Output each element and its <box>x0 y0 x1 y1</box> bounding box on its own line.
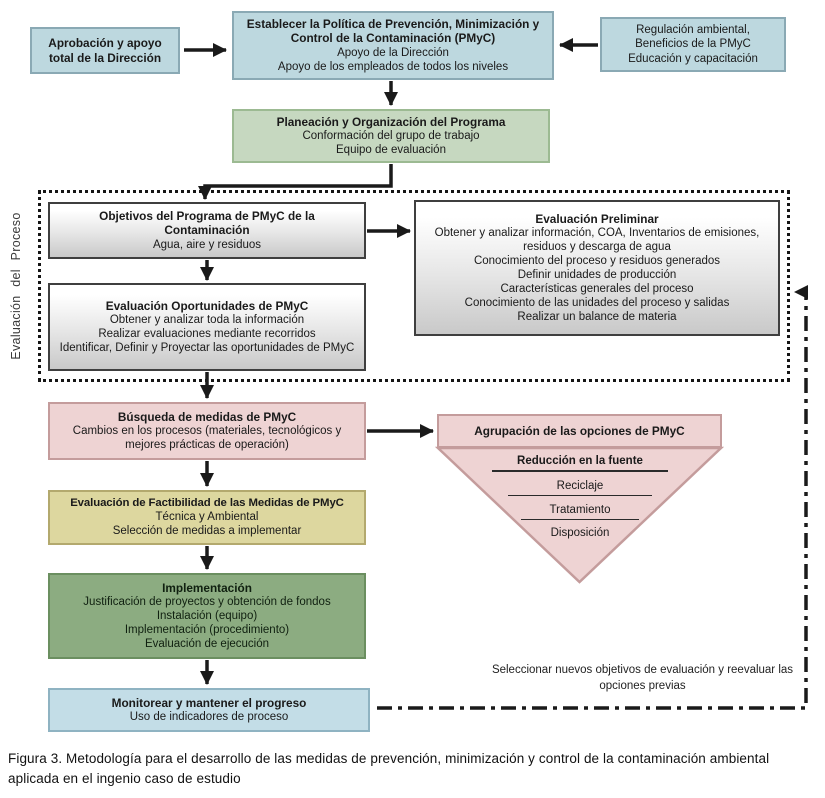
box-line: Cambios en los procesos (materiales, tec… <box>72 425 342 452</box>
box-busqueda: Búsqueda de medidas de PMyC Cambios en l… <box>48 402 366 460</box>
box-implementacion: Implementación Justificación de proyecto… <box>48 573 366 659</box>
box-line: Justificación de proyectos y obtención d… <box>83 596 331 609</box>
box-line: Agua, aire y residuos <box>152 238 262 251</box>
box-line: Implementación (procedimiento) <box>124 624 290 637</box>
box-implementacion-lines: Justificación de proyectos y obtención d… <box>56 595 358 651</box>
box-regulacion-lines: Regulación ambiental,Beneficios de la PM… <box>608 23 778 65</box>
feedback-note: Seleccionar nuevos objetivos de evaluaci… <box>491 664 794 692</box>
box-politica-title: Establecer la Política de Prevención, Mi… <box>246 17 540 46</box>
box-busqueda-title: Búsqueda de medidas de PMyC <box>117 409 297 424</box>
box-line: Uso de indicadores de proceso <box>129 711 289 724</box>
box-objetivos: Objetivos del Programa de PMyC de la Con… <box>48 202 366 259</box>
box-line: Selección de medidas a implementar <box>112 525 302 538</box>
box-monitorear-lines: Uso de indicadores de proceso <box>56 710 362 724</box>
box-objetivos-title: Objetivos del Programa de PMyC de la Con… <box>99 209 315 238</box>
box-line: Apoyo de los empleados de todos los nive… <box>277 60 509 73</box>
box-line: Conocimiento del proceso y residuos gene… <box>473 255 721 268</box>
funnel-item-tratamiento: Tratamiento <box>521 504 639 520</box>
box-monitorear-title: Monitorear y mantener el progreso <box>111 695 307 710</box>
process-evaluation-label: Evaluación del Proceso <box>9 212 23 360</box>
box-line: Conocimiento de las unidades del proceso… <box>464 297 730 310</box>
box-line: Realizar evaluaciones mediante recorrido… <box>98 328 316 341</box>
box-oportunidades-title: Evaluación Oportunidades de PMyC <box>105 298 309 313</box>
box-factibilidad: Evaluación de Factibilidad de las Medida… <box>48 490 366 545</box>
box-objetivos-lines: Agua, aire y residuos <box>56 238 358 252</box>
box-planeacion-title: Planeación y Organización del Programa <box>276 114 506 129</box>
box-regulacion: Regulación ambiental,Beneficios de la PM… <box>600 17 786 72</box>
box-line: Equipo de evaluación <box>336 144 446 157</box>
figure-caption: Figura 3. Metodología para el desarrollo… <box>8 751 770 787</box>
funnel-item-disposicion: Disposición <box>550 527 610 539</box>
box-line: Definir unidades de producción <box>517 269 677 282</box>
box-line: Características generales del proceso <box>500 283 694 296</box>
box-line: Instalación (equipo) <box>156 610 258 623</box>
funnel-item-reduccion: Reducción en la fuente <box>492 455 668 472</box>
box-evaluacion-preliminar: Evaluación Preliminar Obtener y analizar… <box>414 200 780 336</box>
box-busqueda-lines: Cambios en los procesos (materiales, tec… <box>56 424 358 452</box>
box-implementacion-title: Implementación <box>162 580 252 595</box>
box-aprobacion: Aprobación y apoyo total de la Dirección <box>30 27 180 74</box>
box-line: Obtener y analizar información, COA, Inv… <box>434 227 760 254</box>
box-evaluacion-preliminar-title: Evaluación Preliminar <box>535 211 659 226</box>
box-line: Conformación del grupo de trabajo <box>302 130 480 143</box>
box-line: Realizar un balance de materia <box>517 311 677 324</box>
box-line: Educación y capacitación <box>628 52 758 65</box>
box-line: Regulación ambiental, <box>636 24 750 37</box>
box-evaluacion-preliminar-lines: Obtener y analizar información, COA, Inv… <box>422 226 772 324</box>
box-line: Beneficios de la PMyC <box>635 38 751 51</box>
funnel-item-reciclaje: Reciclaje <box>508 480 652 496</box>
box-planeacion: Planeación y Organización del Programa C… <box>232 109 550 163</box>
box-monitorear: Monitorear y mantener el progreso Uso de… <box>48 688 370 732</box>
box-aprobacion-title: Aprobación y apoyo total de la Dirección <box>48 36 162 65</box>
box-line: Técnica y Ambiental <box>155 511 259 524</box>
box-agrupacion: Agrupación de las opciones de PMyC <box>437 414 722 448</box>
box-line: Apoyo de la Dirección <box>337 46 449 59</box>
box-agrupacion-title: Agrupación de las opciones de PMyC <box>474 423 685 438</box>
box-politica: Establecer la Política de Prevención, Mi… <box>232 11 554 80</box>
box-line: Evaluación de ejecución <box>144 638 270 651</box>
box-factibilidad-title: Evaluación de Factibilidad de las Medida… <box>70 496 344 509</box>
box-line: Identificar, Definir y Proyectar las opo… <box>59 342 355 355</box>
box-line: Obtener y analizar toda la información <box>109 314 305 327</box>
box-oportunidades: Evaluación Oportunidades de PMyC Obtener… <box>48 283 366 371</box>
